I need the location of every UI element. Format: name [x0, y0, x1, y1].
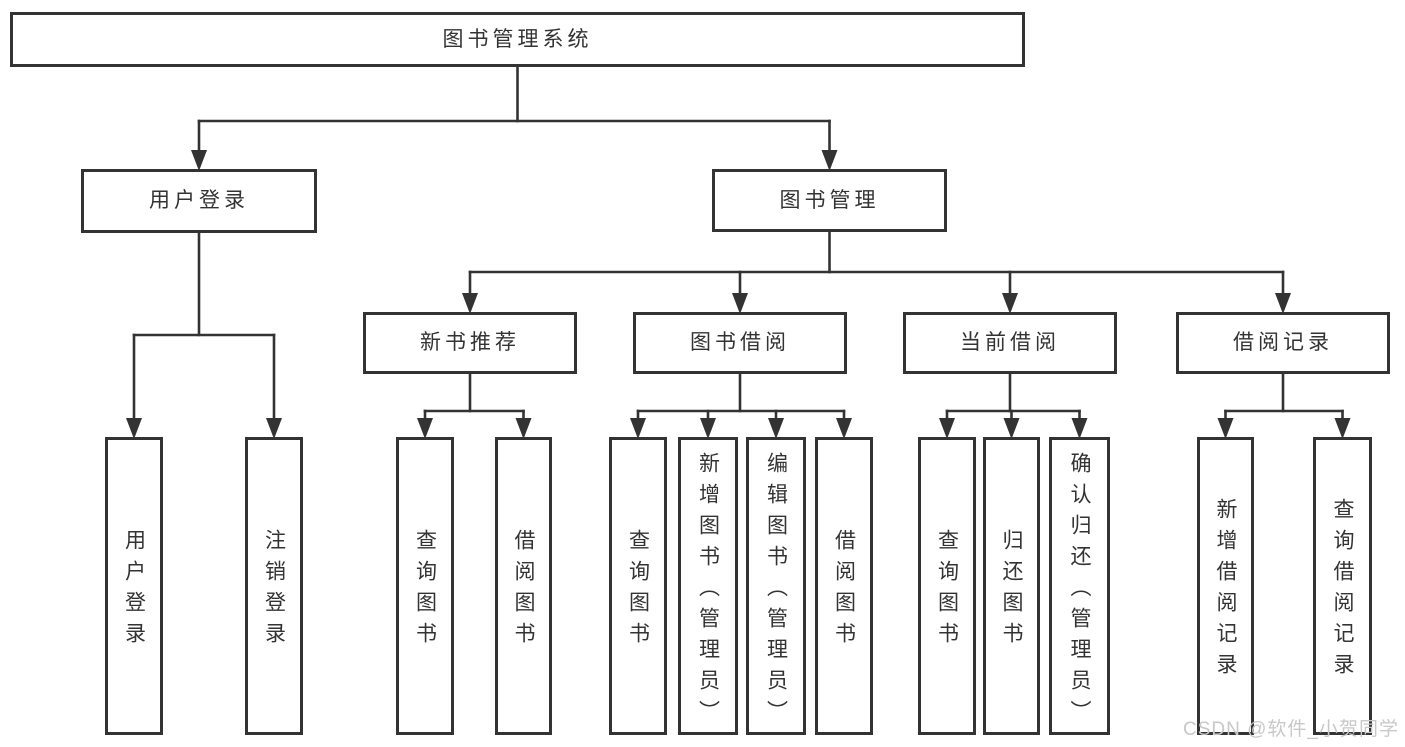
node-label: 归还图书 — [1000, 529, 1023, 653]
node-label: 查询图书 — [626, 529, 650, 653]
node-label: 新增借阅记录 — [1214, 498, 1237, 684]
arrowhead-icon — [1217, 418, 1234, 439]
arrowhead-icon — [1071, 418, 1088, 439]
arrowhead-icon — [1275, 293, 1291, 314]
node-new-book-rec: 新书推荐 — [363, 312, 577, 374]
node-label: 注销登录 — [262, 529, 286, 653]
node-label: 图书管理 — [779, 188, 880, 212]
node-label: 查询图书 — [935, 529, 959, 653]
arrowhead-icon — [191, 150, 207, 171]
node-label: 确认归还（管理员） — [1068, 451, 1091, 731]
node-leaf-logout: 注销登录 — [245, 437, 303, 735]
arrowhead-icon — [462, 293, 478, 314]
arrowhead-icon — [266, 418, 282, 439]
node-label: 图书管理系统 — [442, 27, 593, 51]
node-label: 新书推荐 — [420, 331, 520, 355]
arrowhead-icon — [1003, 418, 1020, 439]
arrowhead-icon — [1002, 293, 1018, 314]
arrowhead-icon — [821, 150, 838, 171]
node-cb-query-books: 查询图书 — [918, 437, 976, 735]
arrowhead-icon — [939, 418, 955, 439]
node-bb-borrow-books: 借阅图书 — [815, 437, 873, 735]
arrowhead-icon — [515, 418, 532, 439]
node-current-borrowing: 当前借阅 — [903, 312, 1117, 374]
node-cb-confirm-return: 确认归还（管理员） — [1049, 437, 1110, 735]
node-label: 借阅图书 — [832, 529, 856, 653]
node-cb-return-books: 归还图书 — [983, 437, 1040, 735]
node-borrowing-records: 借阅记录 — [1176, 312, 1390, 374]
arrowhead-icon — [836, 418, 852, 439]
arrowhead-icon — [732, 293, 748, 314]
node-label: 用户登录 — [149, 189, 249, 213]
node-label: 查询借阅记录 — [1331, 498, 1354, 684]
node-label: 用户登录 — [122, 529, 146, 653]
node-mgmt-branch: 图书管理 — [712, 169, 947, 232]
node-bb-edit-books: 编辑图书（管理员） — [746, 437, 806, 735]
node-login-branch: 用户登录 — [81, 169, 317, 233]
node-label: 编辑图书（管理员） — [764, 451, 788, 731]
arrowhead-icon — [700, 418, 716, 439]
node-nb-borrow-books: 借阅图书 — [495, 437, 552, 735]
node-bb-add-books: 新增图书（管理员） — [678, 437, 738, 735]
node-bb-query-books: 查询图书 — [609, 437, 667, 735]
node-nb-query-books: 查询图书 — [396, 437, 454, 735]
arrowhead-icon — [417, 418, 433, 439]
node-leaf-user-login: 用户登录 — [105, 437, 163, 735]
arrowhead-icon — [1334, 418, 1351, 439]
node-br-query-record: 查询借阅记录 — [1313, 437, 1372, 735]
node-br-add-record: 新增借阅记录 — [1197, 437, 1254, 735]
arrowhead-icon — [126, 418, 142, 439]
node-label: 借阅记录 — [1233, 331, 1333, 355]
node-label: 查询图书 — [413, 529, 437, 653]
node-label: 新增图书（管理员） — [696, 451, 720, 731]
node-label: 图书借阅 — [690, 331, 790, 355]
node-book-borrowing: 图书借阅 — [633, 312, 847, 374]
node-label: 借阅图书 — [512, 529, 535, 653]
arrowhead-icon — [630, 418, 646, 439]
node-label: 当前借阅 — [960, 331, 1060, 355]
arrowhead-icon — [768, 418, 784, 439]
watermark: CSDN @软件_小贺同学 — [1183, 719, 1399, 740]
node-root: 图书管理系统 — [10, 12, 1025, 67]
